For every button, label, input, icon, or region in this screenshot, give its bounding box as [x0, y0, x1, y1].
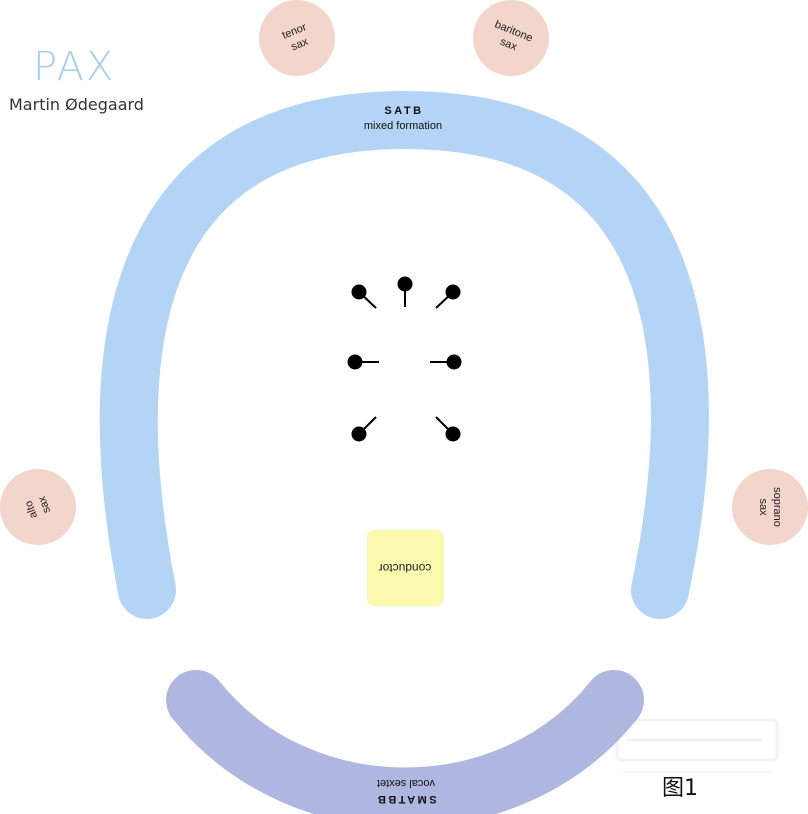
figure-label: 图1: [662, 776, 698, 801]
baritone-sax: baritone sax: [473, 0, 549, 76]
singer-pin-top: [397, 276, 413, 307]
watermark-logo: [615, 718, 779, 773]
satb-name: SATB: [384, 105, 423, 117]
singer-pin-top-left: [351, 284, 377, 309]
satb-arc: [99, 90, 709, 619]
soprano-sax: soprano sax: [732, 469, 808, 545]
composer-name: Martin Ødegaard: [9, 95, 144, 114]
singer-pin-top-right: [435, 284, 461, 309]
singer-pin-bottom-left: [351, 416, 377, 442]
soprano-sax-line1: soprano: [771, 487, 783, 527]
singer-pin-mid-right: [430, 354, 462, 370]
alto-sax-line1: alto: [23, 499, 40, 520]
singer-pin-mid-left: [347, 354, 379, 370]
sextet-subtitle: vocal sextet: [377, 777, 435, 789]
sextet-arc: [166, 670, 644, 814]
alto-sax-line2: sax: [36, 494, 53, 515]
sextet-name: SMATBB: [375, 793, 436, 805]
conductor-label: conductor: [379, 561, 432, 575]
page-title: PAX: [33, 44, 116, 90]
soprano-sax-line2: sax: [757, 498, 769, 516]
tenor-sax: tenor sax: [259, 0, 335, 76]
conductor-box: conductor: [367, 530, 444, 606]
singer-pin-bottom-right: [435, 416, 461, 442]
alto-sax: alto sax: [0, 469, 76, 545]
singer-pins: [347, 276, 462, 442]
satb-subtitle: mixed formation: [364, 120, 442, 132]
